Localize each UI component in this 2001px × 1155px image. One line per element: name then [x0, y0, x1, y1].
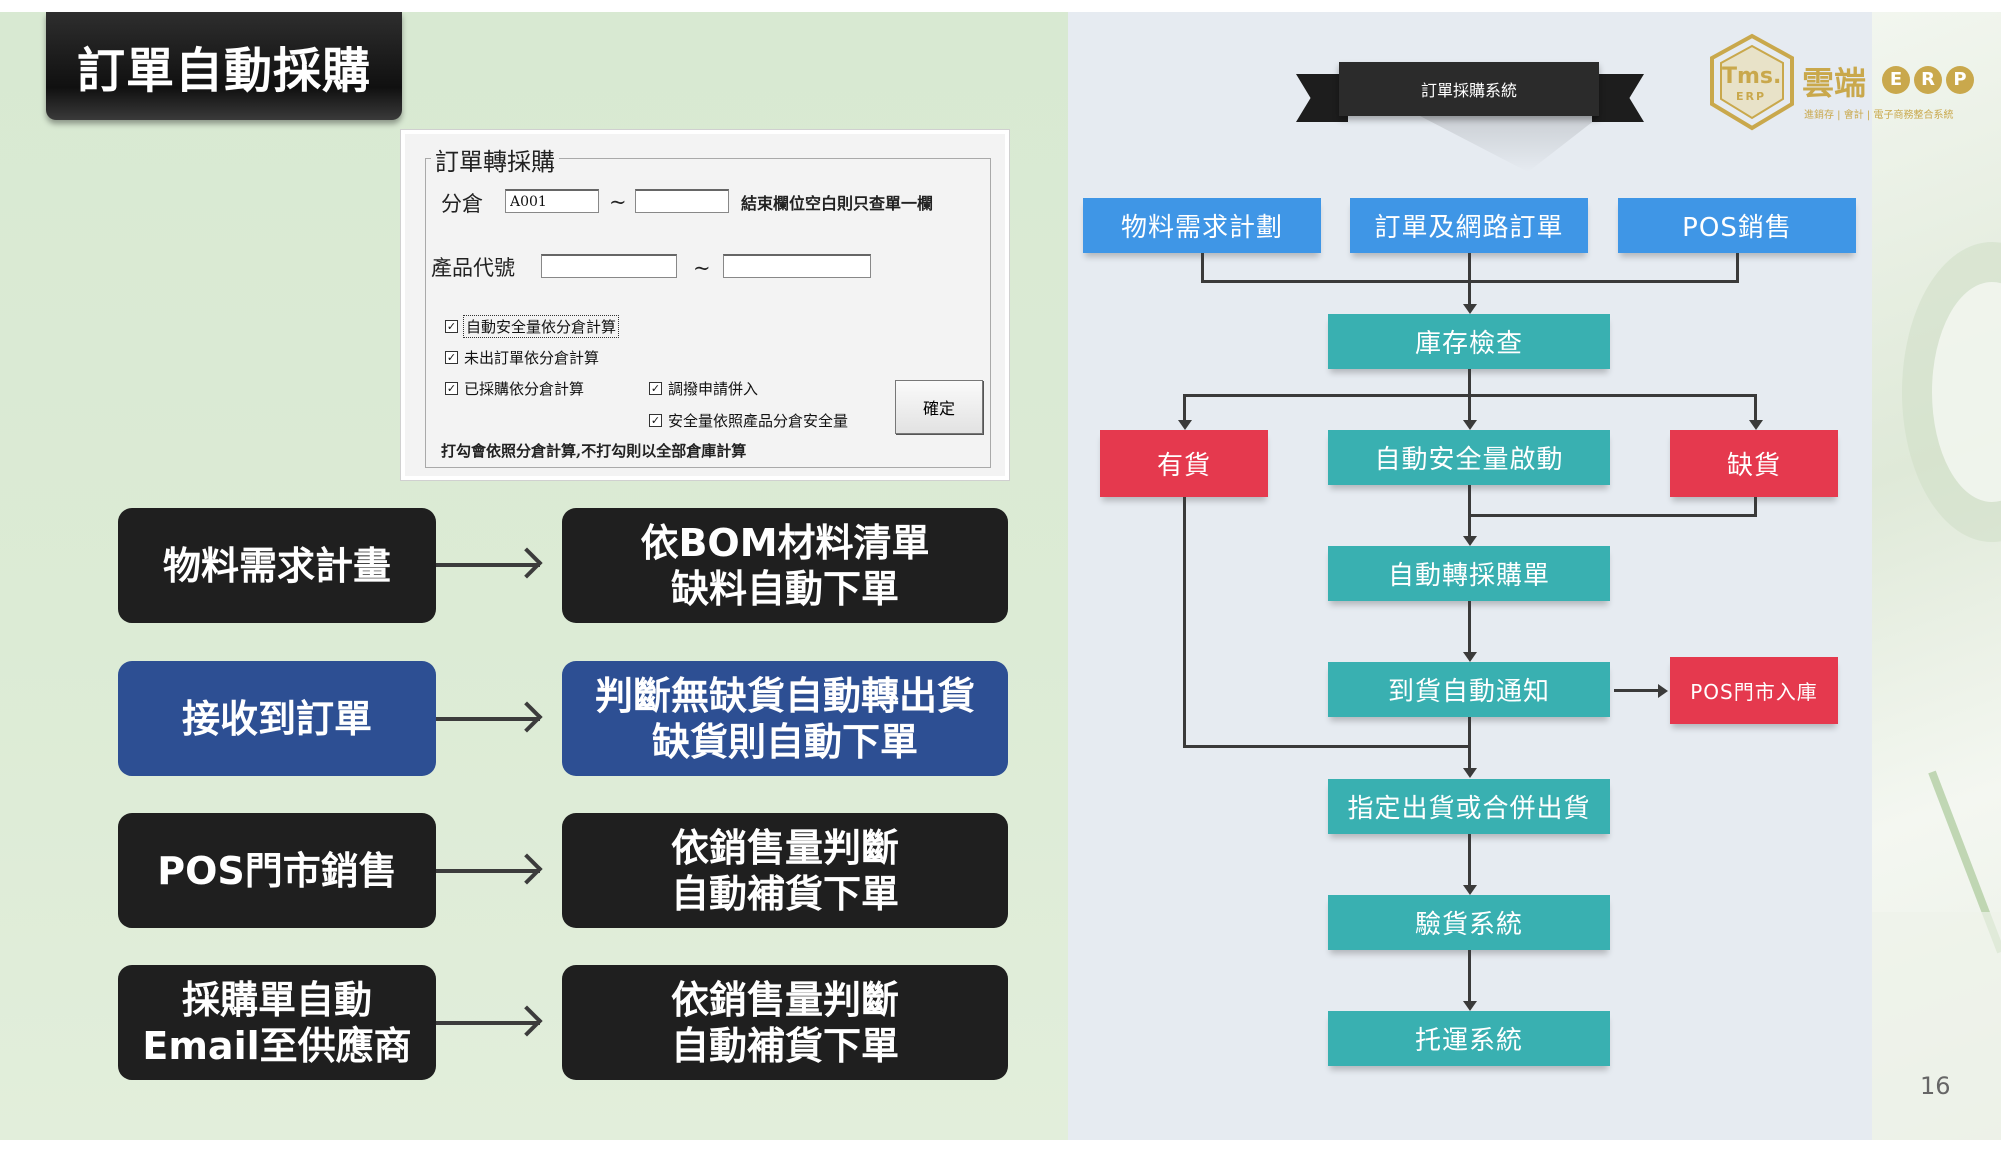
cup-illustration	[1872, 242, 2001, 1140]
checkbox-mark: ✓	[649, 414, 662, 427]
checkbox-label: 調撥申請併入	[668, 380, 759, 398]
row1-action-box: 依BOM材料清單 缺料自動下單	[562, 508, 1008, 623]
row1-arrow	[436, 547, 543, 579]
logo-letter-e: E	[1882, 66, 1910, 94]
end-field-hint: 結束欄位空白則只查單一欄	[741, 194, 934, 213]
form-group-title: 訂單轉採購	[431, 142, 559, 177]
checkbox-include-transfer[interactable]: ✓ 調撥申請併入	[649, 378, 758, 399]
page-number: 16	[1920, 1072, 1951, 1100]
checkbox-label: 未出訂單依分倉計算	[464, 349, 600, 367]
row2-arrow	[436, 701, 543, 733]
form-groupbox	[425, 158, 991, 468]
form-footnote: 打勾會依照分倉計算,不打勾則以全部倉庫計算	[441, 442, 747, 460]
flow-banner: 訂單採購系統	[1339, 62, 1599, 116]
slide: 訂單自動採購 訂單轉採購 分倉 ~ 結束欄位空白則只查單一欄 產品代號 ~ ✓ …	[0, 12, 2001, 1140]
checkbox-mark: ✓	[649, 382, 662, 395]
flow-source-mrp: 物料需求計劃	[1083, 198, 1321, 253]
logo-badge-text: Tms.	[1722, 64, 1782, 89]
warehouse-tilde: ~	[609, 190, 627, 214]
checkbox-safety-by-product-warehouse[interactable]: ✓ 安全量依照產品分倉安全量	[649, 410, 848, 431]
flow-pos-store-receiving: POS門市入庫	[1670, 657, 1838, 724]
flow-auto-safety-stock: 自動安全量啟動	[1328, 430, 1610, 485]
checkbox-label: 安全量依照產品分倉安全量	[668, 412, 849, 430]
product-tilde: ~	[693, 256, 711, 280]
logo-letter-r: R	[1914, 66, 1942, 94]
checkbox-label: 自動安全量依分倉計算	[462, 315, 620, 338]
flow-in-stock: 有貨	[1100, 430, 1268, 497]
logo-letter-p: P	[1946, 66, 1974, 94]
checkbox-label: 已採購依分倉計算	[464, 380, 585, 398]
logo-name: 雲端	[1802, 64, 1867, 102]
row2-source-box: 接收到訂單	[118, 661, 436, 776]
checkbox-auto-safety-by-warehouse[interactable]: ✓ 自動安全量依分倉計算	[445, 315, 620, 338]
flow-arrival-notice: 到貨自動通知	[1328, 662, 1610, 717]
row4-action-box: 依銷售量判斷 自動補貨下單	[562, 965, 1008, 1080]
warehouse-from-input[interactable]	[505, 189, 599, 213]
row4-arrow	[436, 1005, 543, 1037]
checkbox-purchased-by-warehouse[interactable]: ✓ 已採購依分倉計算	[445, 378, 584, 399]
page-title: 訂單自動採購	[46, 12, 402, 120]
logo-hexagon-icon	[1710, 33, 1794, 131]
row3-arrow	[436, 853, 543, 885]
row4-source-box: 採購單自動 Email至供應商	[118, 965, 436, 1080]
warehouse-label: 分倉	[441, 192, 483, 216]
warehouse-to-input[interactable]	[635, 189, 729, 213]
decorative-photo-strip	[1872, 12, 2001, 1140]
logo-tagline: 進銷存 | 會計 | 電子商務整合系統	[1804, 110, 1954, 121]
row3-source-box: POS門市銷售	[118, 813, 436, 928]
checkbox-unshipped-by-warehouse[interactable]: ✓ 未出訂單依分倉計算	[445, 347, 599, 368]
flow-inventory-check: 庫存檢查	[1328, 314, 1610, 369]
flow-auto-purchase-order: 自動轉採購單	[1328, 546, 1610, 601]
row1-source-box: 物料需求計畫	[118, 508, 436, 623]
logo-badge-sub: ERP	[1736, 90, 1767, 103]
flow-inspection-system: 驗貨系統	[1328, 895, 1610, 950]
product-to-input[interactable]	[723, 254, 871, 278]
checkbox-mark: ✓	[445, 351, 458, 364]
tms-erp-logo: Tms. ERP 雲端 E R P 進銷存 | 會計 | 電子商務整合系統	[1706, 30, 1986, 140]
flow-source-pos: POS銷售	[1618, 198, 1856, 253]
checkbox-mark: ✓	[445, 320, 458, 333]
product-code-label: 產品代號	[431, 256, 515, 280]
flow-logistics-system: 托運系統	[1328, 1011, 1610, 1066]
flow-out-of-stock: 缺貨	[1670, 430, 1838, 497]
product-from-input[interactable]	[541, 254, 677, 278]
flow-ship-or-merge: 指定出貨或合併出貨	[1328, 779, 1610, 834]
row2-action-box: 判斷無缺貨自動轉出貨 缺貨則自動下單	[562, 661, 1008, 776]
row3-action-box: 依銷售量判斷 自動補貨下單	[562, 813, 1008, 928]
order-to-purchase-form: 訂單轉採購 分倉 ~ 結束欄位空白則只查單一欄 產品代號 ~ ✓ 自動安全量依分…	[400, 129, 1010, 481]
confirm-button[interactable]: 確定	[895, 380, 983, 434]
flow-source-orders: 訂單及網路訂單	[1350, 198, 1588, 253]
checkbox-mark: ✓	[445, 382, 458, 395]
